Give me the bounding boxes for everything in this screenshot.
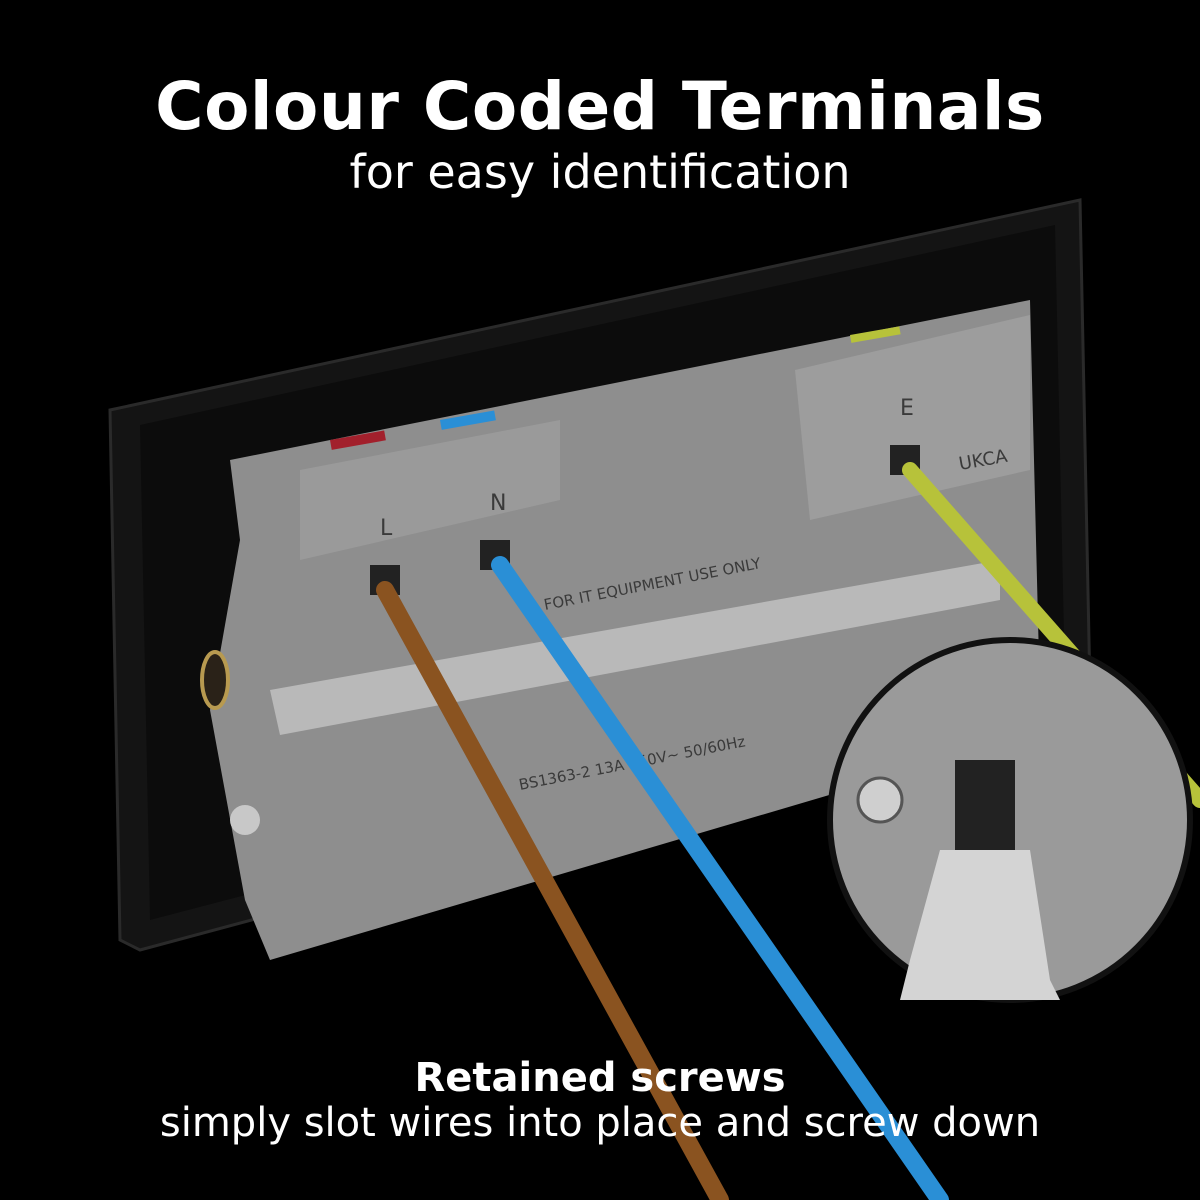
housing-right-block [795,315,1030,520]
live-wire [376,581,729,1200]
caption-title: Retained screws [414,1055,786,1101]
inset-terminal [955,760,1015,850]
mounting-slot [200,650,230,710]
page-title: Colour Coded Terminals [155,68,1045,145]
earth-label: E [900,396,914,421]
inset-earth-clamp [900,850,1060,1000]
mounting-screw [230,805,260,835]
inset-screw [856,776,904,824]
page-subtitle: for easy identification [349,145,851,199]
live-label: L [380,516,393,541]
earth-colour-tag [850,326,901,343]
housing-top-ridge [300,420,560,560]
neutral-wire [491,556,949,1200]
caption-subtitle: simply slot wires into place and screw d… [159,1100,1041,1146]
live-colour-tag [330,430,386,450]
neutral-label: N [490,491,506,516]
neutral-colour-tag [440,410,496,430]
metal-strap [270,560,1000,735]
